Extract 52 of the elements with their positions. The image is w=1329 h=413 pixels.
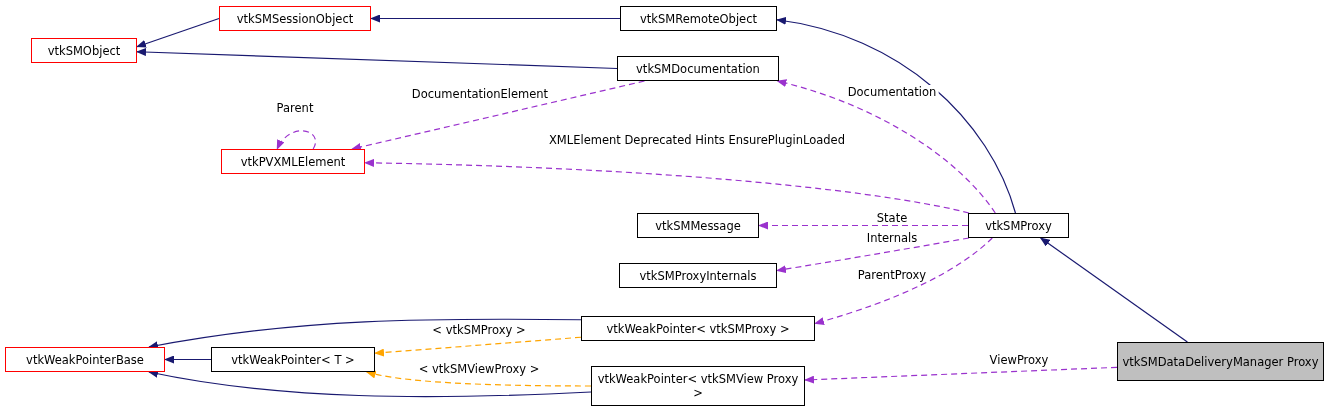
class-box <box>620 6 777 31</box>
class-box <box>581 316 815 341</box>
dashed-arrow <box>758 221 969 230</box>
class-name: vtkSMSessionObject <box>236 11 354 26</box>
edge-label: Internals <box>864 231 920 245</box>
edge-label: < vtkSMViewProxy > <box>416 362 542 376</box>
arrow <box>136 17 220 48</box>
class-box <box>221 149 365 174</box>
edge-label: DocumentationElement <box>409 87 551 101</box>
dashed-arrow <box>776 237 970 273</box>
edge-label: Parent <box>274 101 316 115</box>
class-name: vtkSMRemoteObject <box>640 11 757 26</box>
class-name: vtkSMDocumentation <box>636 61 760 76</box>
class-box <box>1117 342 1324 381</box>
edge-label: XMLElement Deprecated Hints EnsurePluginLoaded <box>547 133 847 147</box>
edge-label: State <box>874 211 910 225</box>
dashed-arrow <box>776 79 996 214</box>
class-name: vtkSMProxy <box>985 218 1052 233</box>
class-name: vtkSMObject <box>47 43 121 58</box>
arrow <box>136 48 618 70</box>
class-box <box>619 263 777 288</box>
arrow <box>164 355 212 364</box>
edge-label: < vtkSMProxy > <box>430 323 528 337</box>
class-box <box>591 366 805 406</box>
class-name: vtkWeakPointer< vtkSMView Proxy > <box>596 372 800 400</box>
arrow <box>1039 237 1188 343</box>
edge-label: Documentation <box>845 85 939 99</box>
class-name: vtkWeakPointer< vtkSMProxy > <box>606 321 790 336</box>
dashed-arrow <box>804 366 1118 384</box>
arrow <box>776 17 1017 214</box>
class-box <box>968 213 1069 238</box>
dashed-arrow <box>365 370 592 387</box>
dashed-arrow <box>364 158 970 214</box>
dashed-arrow <box>351 80 646 151</box>
class-box <box>219 6 371 31</box>
class-box <box>31 38 137 63</box>
dashed-arrow <box>374 336 582 357</box>
class-name: vtkWeakPointer< T > <box>231 352 355 367</box>
edge-label: ParentProxy <box>855 268 929 282</box>
arrow <box>370 14 621 23</box>
class-box <box>617 56 779 81</box>
class-box <box>5 347 165 372</box>
class-box <box>637 213 759 238</box>
dashed-arrow <box>814 237 993 325</box>
class-name: vtkWeakPointerBase <box>26 352 144 367</box>
class-name: vtkSMProxyInternals <box>639 268 757 283</box>
class-name: vtkSMDataDeliveryManager Proxy <box>1122 354 1319 369</box>
dashed-arrow <box>276 130 317 150</box>
class-box <box>211 347 375 372</box>
edge-label: ViewProxy <box>987 353 1051 367</box>
class-name: vtkPVXMLElement <box>240 154 346 169</box>
class-name: vtkSMMessage <box>655 218 741 233</box>
